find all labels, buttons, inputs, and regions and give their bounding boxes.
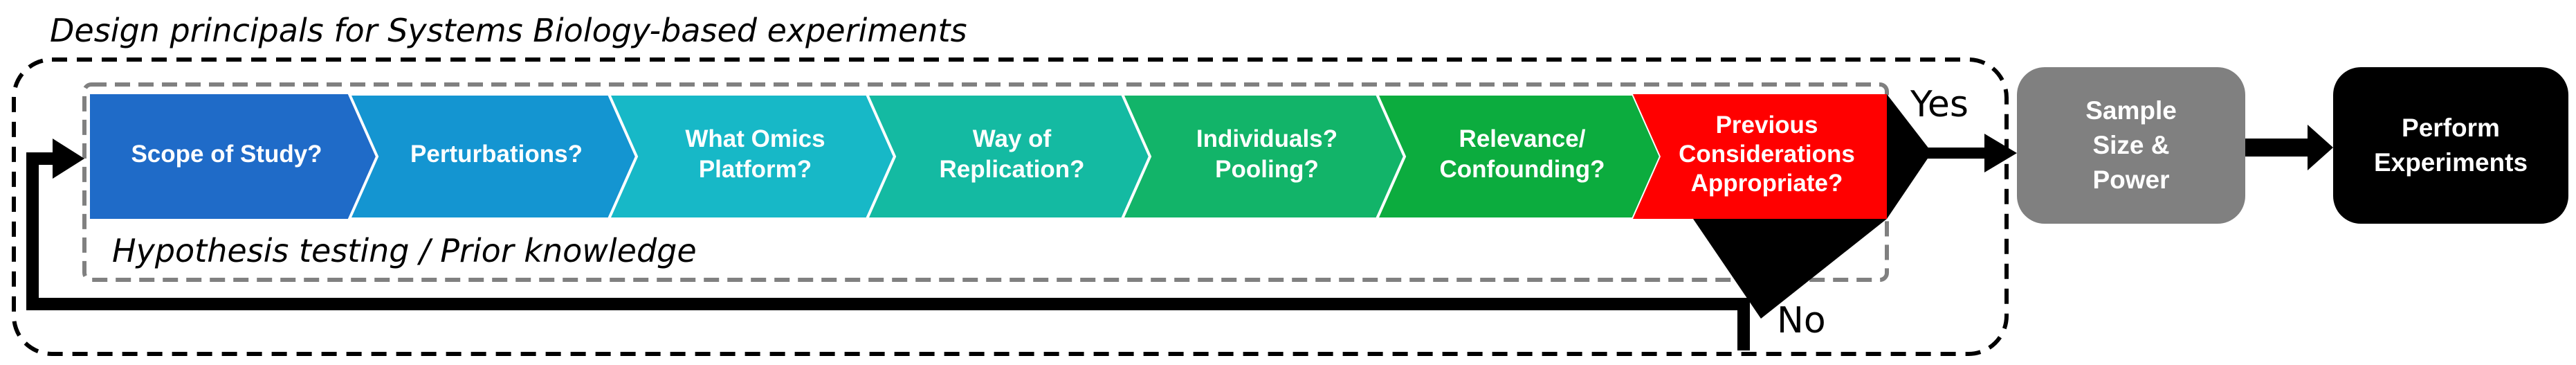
to-perform-arrow-head — [2308, 125, 2333, 170]
text-line: Replication? — [939, 156, 1084, 183]
chevron-step-7 — [1633, 94, 1887, 219]
to-perform-arrow-shaft — [2245, 139, 2314, 157]
text-line: Considerations — [1679, 141, 1855, 168]
chevron-step-4-label: Way of Replication? — [939, 125, 1084, 183]
text-line: Size & — [2092, 131, 2169, 159]
text-line: Individuals? — [1196, 125, 1337, 152]
text-line: Sample — [2085, 96, 2177, 125]
text-line: Previous — [1716, 112, 1818, 139]
chevron-step-1 — [90, 94, 377, 219]
decision-funnel-down — [1693, 219, 1887, 319]
sample-size-box — [2017, 67, 2245, 224]
yes-arrow-shaft — [1924, 148, 1993, 159]
outer-frame — [12, 57, 2009, 356]
text-line: Platform? — [699, 156, 812, 183]
no-label: No — [1777, 300, 1826, 341]
text-line: Relevance/ — [1459, 125, 1586, 152]
text-line: Power — [2092, 166, 2169, 194]
chevron-step-2-label: Perturbations? — [410, 141, 583, 168]
chevron-step-5-label: Individuals? Pooling? — [1196, 125, 1337, 183]
diagram-title: Design principals for Systems Biology-ba… — [50, 12, 967, 49]
no-path-return-shaft — [26, 152, 61, 165]
inner-frame-label: Hypothesis testing / Prior knowledge — [112, 232, 697, 269]
text-line: Scope of Study? — [131, 141, 322, 168]
chevron-step-6-label: Relevance/Confounding? — [1439, 125, 1605, 183]
chevron-step-1-label: Scope of Study? — [131, 141, 322, 168]
perform-experiments-box — [2333, 67, 2568, 224]
yes-arrow-head — [1984, 134, 2017, 172]
text-line: Confounding? — [1439, 156, 1605, 183]
text-line: Pooling? — [1215, 156, 1319, 183]
no-path-return-head — [53, 139, 84, 179]
no-path-left — [26, 152, 39, 310]
decision-funnel-right — [1887, 94, 1932, 219]
text-line: Way of — [973, 125, 1052, 152]
no-path-bottom — [26, 298, 1750, 310]
yes-label: Yes — [1910, 84, 1968, 125]
text-line: Perturbations? — [410, 141, 583, 168]
text-line: What Omics — [685, 125, 825, 152]
text-line: Perform — [2402, 114, 2500, 142]
text-line: Appropriate? — [1691, 170, 1843, 197]
text-line: Experiments — [2374, 148, 2528, 177]
no-path-down — [1737, 305, 1750, 350]
